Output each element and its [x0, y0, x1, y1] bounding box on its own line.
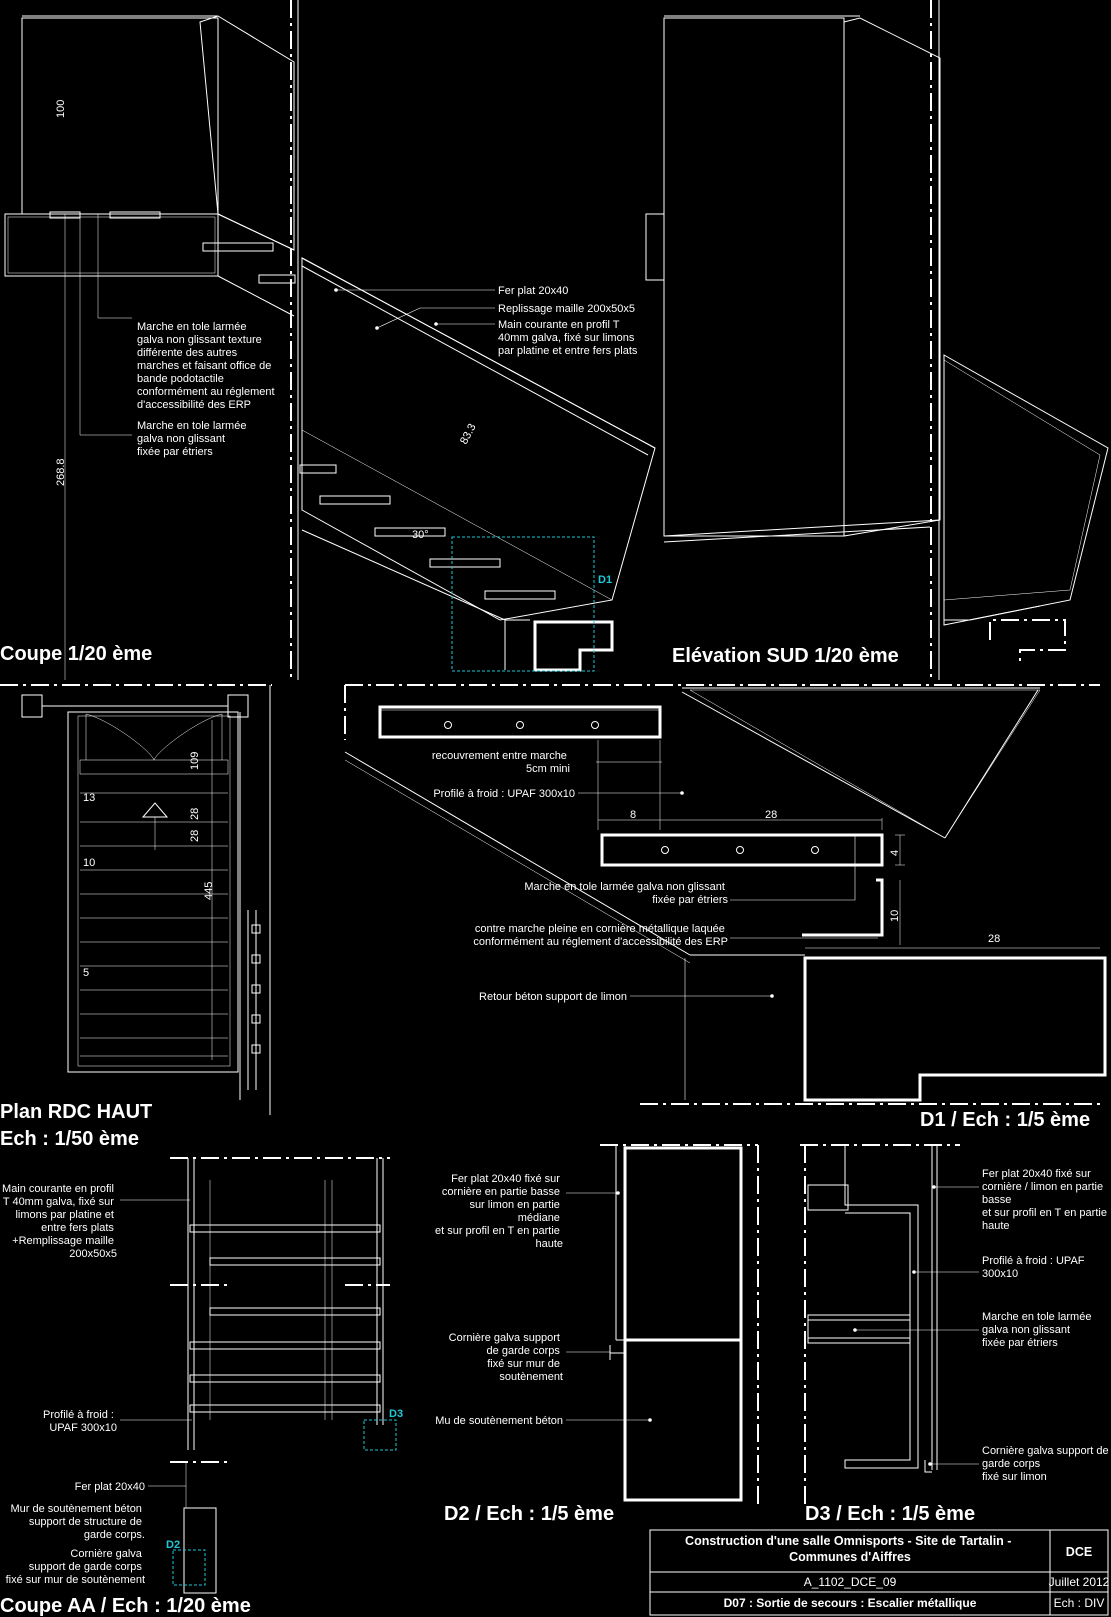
aa-note-fer-plat: Fer plat 20x40	[75, 1481, 145, 1493]
aa-note-corniere: Cornière galva support de garde corps fi…	[6, 1548, 145, 1586]
d1-note-contre-marche: contre marche pleine en cornière métalli…	[473, 923, 728, 948]
d3-detail: Fer plat 20x40 fixé sur cornière / limon…	[800, 1144, 1111, 1525]
plan-dim-109: 109	[189, 752, 201, 770]
d1-dim-28a: 28	[765, 809, 777, 821]
plan-dim-28b: 28	[189, 830, 201, 842]
sheet-title: D07 : Sortie de secours : Escalier métal…	[724, 1596, 977, 1610]
plan-step-5: 5	[83, 967, 89, 979]
d1-dim-10: 10	[889, 910, 901, 922]
dim-268: 268.8	[55, 458, 67, 486]
aa-note-main-courante: Main courante en profil T 40mm galva, fi…	[2, 1183, 117, 1260]
title-plan-2: Ech : 1/50 ème	[0, 1128, 139, 1150]
title-d1: D1 / Ech : 1/5 ème	[920, 1109, 1090, 1131]
d1-dim-8: 8	[630, 809, 636, 821]
title-d2: D2 / Ech : 1/5 ème	[444, 1503, 614, 1525]
d3-note-corniere: Cornière galva support de garde corps fi…	[982, 1445, 1111, 1483]
title-coupe: Coupe 1/20 ème	[0, 643, 152, 665]
d2-note-fer-plat: Fer plat 20x40 fixé sur cornière en part…	[435, 1173, 563, 1250]
drawing-date: Juillet 2012	[1049, 1575, 1110, 1589]
plan-dim-445: 445	[203, 882, 215, 900]
aa-note-profile: Profilé à froid : UPAF 300x10	[43, 1409, 117, 1434]
title-plan-1: Plan RDC HAUT	[0, 1101, 152, 1123]
dim-100: 100	[55, 100, 67, 118]
title-block: Construction d'une salle Omnisports - Si…	[649, 1529, 1110, 1616]
note-main-courante: Main courante en profil T 40mm galva, fi…	[498, 319, 638, 357]
d1-note-recouvrement: recouvrement entre marche 5cm mini	[432, 750, 570, 775]
plan-step-10: 10	[83, 857, 95, 869]
d1-dim-28b: 28	[988, 933, 1000, 945]
coupe-aa-view: D3 D2 Main courante en profil T 40mm gal…	[0, 1157, 403, 1617]
note-marche-podotactile: Marche en tole larmée galva non glissant…	[137, 321, 278, 411]
note-replissage: Replissage maille 200x50x5	[498, 303, 635, 315]
plan-view: 109 28 28 445 13 10 5 Plan RDC HAUT Ech …	[0, 684, 272, 1150]
aa-note-mur: Mur de soutènement béton support de stru…	[10, 1503, 145, 1541]
phase-code: DCE	[1066, 1545, 1092, 1559]
title-elevation: Elévation SUD 1/20 ème	[672, 645, 899, 667]
d2-note-corniere: Cornière galva support de garde corps fi…	[449, 1332, 563, 1383]
marker-d1: D1	[598, 574, 612, 586]
note-fer-plat: Fer plat 20x40	[498, 285, 568, 297]
d2-detail: Fer plat 20x40 fixé sur cornière en part…	[435, 1144, 759, 1525]
plan-dim-28a: 28	[189, 808, 201, 820]
d2-note-mur: Mu de soutènement béton	[435, 1415, 563, 1427]
d1-note-marche: Marche en tole larmée galva non glissant…	[524, 881, 728, 906]
note-marche-etriers: Marche en tole larmée galva non glissant…	[137, 420, 250, 458]
coupe-view: D1 100 268.8 83.3 30° Fer plat 20x40 Rep…	[0, 0, 656, 680]
title-coupe-aa: Coupe AA / Ech : 1/20 ème	[0, 1595, 251, 1617]
d3-note-marche: Marche en tole larmée galva non glissant…	[982, 1311, 1095, 1349]
d1-note-profile: Profilé à froid : UPAF 300x10	[433, 788, 575, 800]
d1-dim-4: 4	[889, 850, 901, 856]
title-d3: D3 / Ech : 1/5 ème	[805, 1503, 975, 1525]
d1-note-retour: Retour béton support de limon	[479, 991, 627, 1003]
drawing-scale: Ech : DIV	[1054, 1596, 1105, 1610]
d3-note-profile: Profilé à froid : UPAF 300x10	[982, 1255, 1088, 1280]
d1-detail: 8 28 4 10 28 recouvrement entre marche 5…	[344, 684, 1107, 1131]
elevation-view: Elévation SUD 1/20 ème	[645, 0, 1109, 680]
plan-step-13: 13	[83, 792, 95, 804]
dim-30: 30°	[412, 529, 429, 541]
marker-d2: D2	[166, 1539, 180, 1551]
project-title: Construction d'une salle Omnisports - Si…	[685, 1534, 1015, 1564]
dim-83: 83.3	[458, 422, 479, 447]
d3-note-fer-plat: Fer plat 20x40 fixé sur cornière / limon…	[982, 1168, 1110, 1232]
marker-d3: D3	[389, 1408, 403, 1420]
drawing-ref: A_1102_DCE_09	[804, 1575, 897, 1589]
